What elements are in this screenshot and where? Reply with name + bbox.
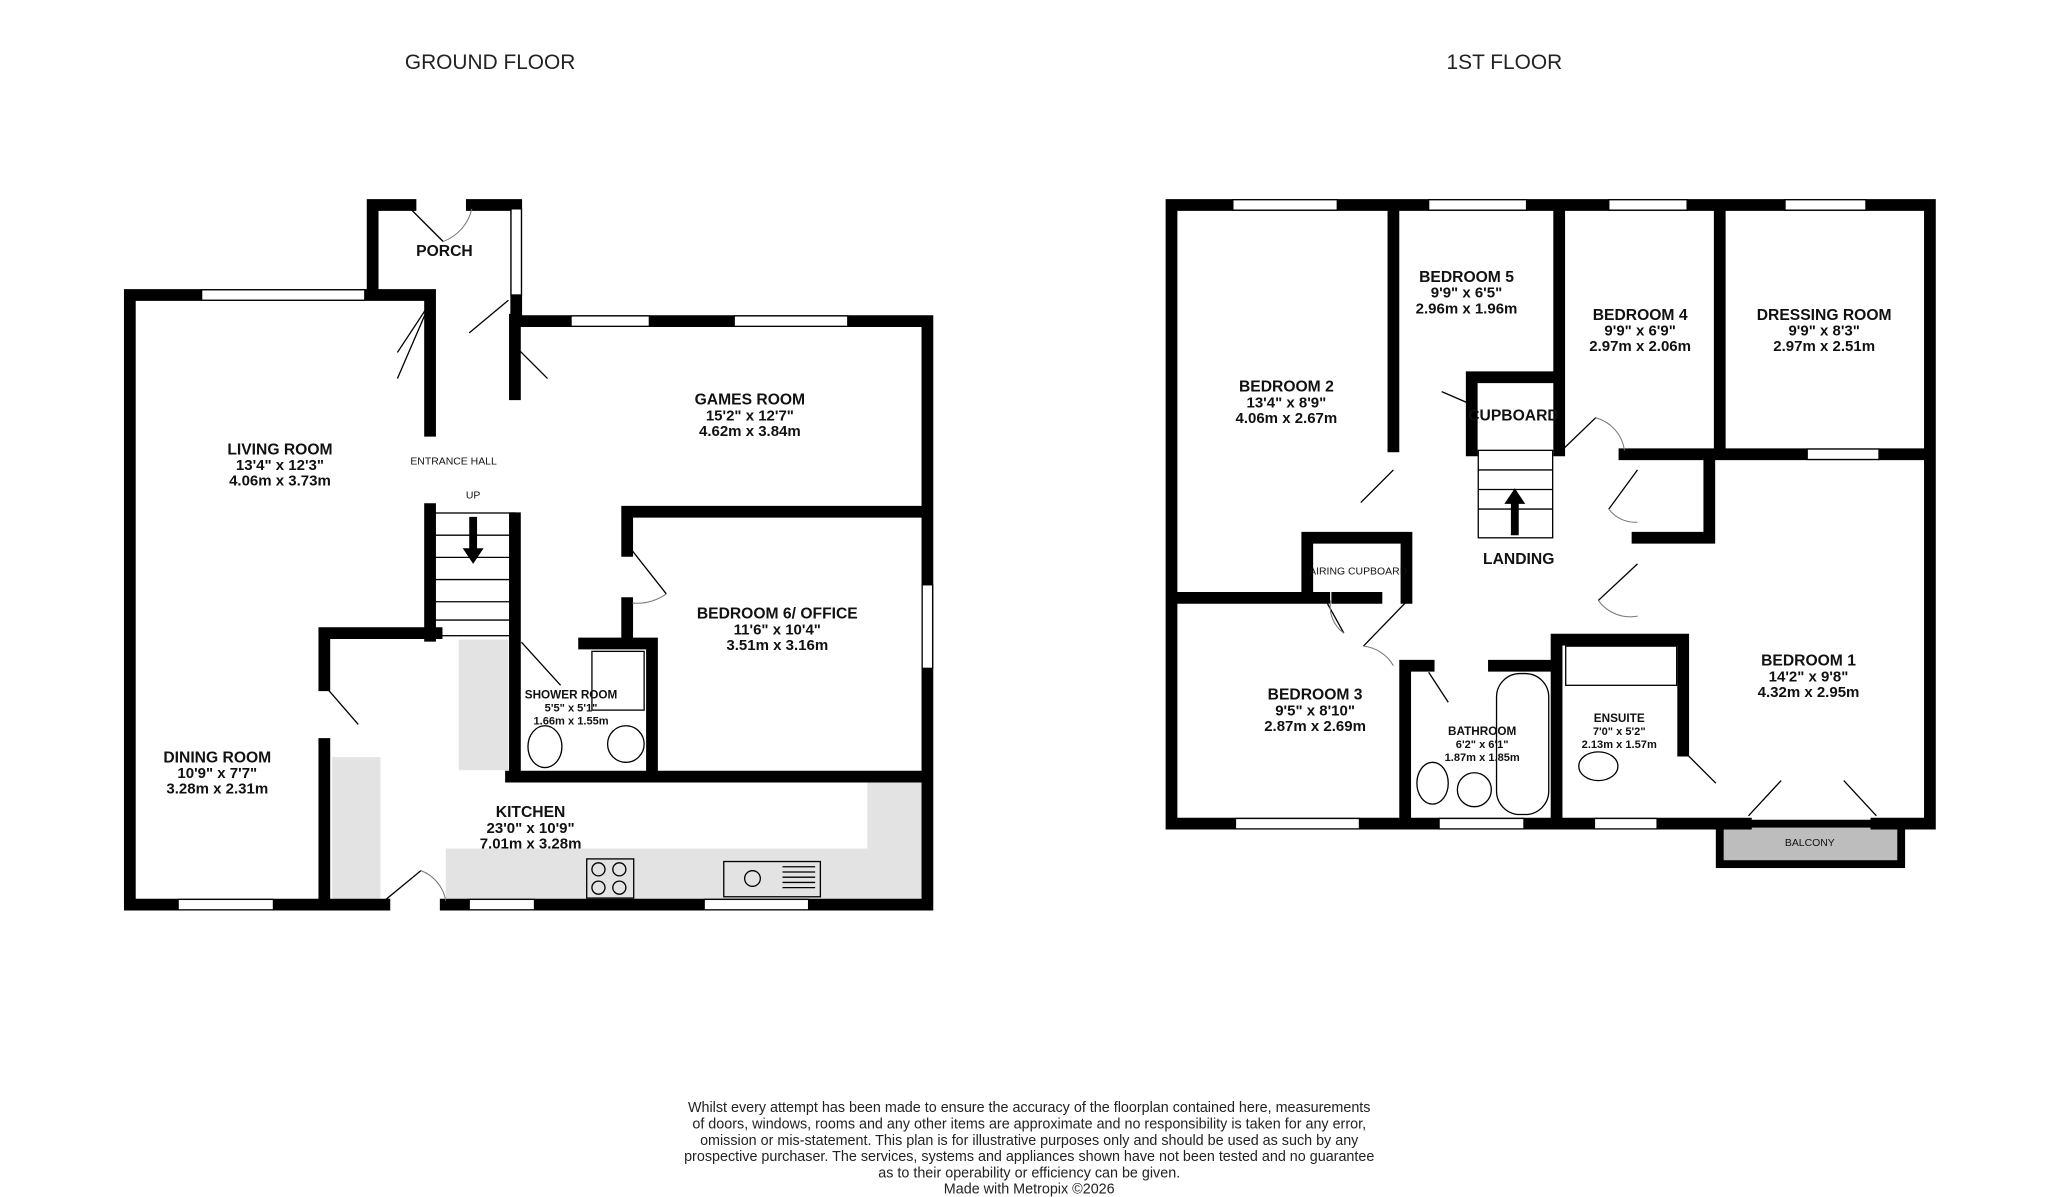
- room-label-metric: 2.97m x 2.51m: [1773, 338, 1875, 355]
- disclaimer-line: Made with Metropix ©2026: [944, 1182, 1115, 1197]
- room-label-metric: 1.87m x 1.85m: [1445, 752, 1520, 764]
- room-label-imperial: 9'9" x 6'9": [1604, 322, 1675, 339]
- room-label-metric: 2.13m x 1.57m: [1582, 739, 1657, 751]
- room-label-imperial: 9'9" x 6'5": [1431, 285, 1502, 302]
- room-label-name: BALCONY: [1785, 838, 1835, 849]
- room-label-metric: 3.51m x 3.16m: [726, 637, 828, 654]
- room-label-name: PORCH: [416, 243, 473, 260]
- room-label-imperial: 23'0" x 10'9": [487, 820, 575, 837]
- room-label-name: BEDROOM 4: [1593, 307, 1688, 324]
- room-label-metric: 4.62m x 3.84m: [699, 423, 801, 440]
- first-floor-title: 1ST FLOOR: [1447, 51, 1563, 74]
- disclaimer-line: of doors, windows, rooms and any other i…: [692, 1116, 1366, 1132]
- disclaimer-line: prospective purchaser. The services, sys…: [684, 1149, 1374, 1165]
- room-label-imperial: 14'2" x 9'8": [1769, 668, 1849, 685]
- room-label-imperial: 5'5" x 5'1": [545, 702, 598, 714]
- room-label-imperial: 15'2" x 12'7": [706, 407, 794, 424]
- room-label-name: AIRING CUPBOARD: [1309, 566, 1407, 577]
- room-label-name: DRESSING ROOM: [1757, 307, 1892, 324]
- room-label-metric: 2.87m x 2.69m: [1264, 718, 1366, 735]
- ground-floor-plan: [123, 199, 934, 911]
- room-label-imperial: 7'0" x 5'2": [1593, 726, 1646, 738]
- room-label-name: BEDROOM 2: [1239, 379, 1334, 396]
- room-label-imperial: 11'6" x 10'4": [734, 621, 821, 638]
- staircase: [433, 512, 516, 637]
- room-label-name: UP: [466, 491, 481, 502]
- room-label-metric: 4.32m x 2.95m: [1758, 684, 1860, 701]
- basin: [1456, 772, 1492, 808]
- disclaimer-line: Whilst every attempt has been made to en…: [688, 1100, 1371, 1116]
- first-floor-plan: [1165, 199, 1936, 869]
- basin: [606, 725, 645, 763]
- room-label-imperial: 9'5" x 8'10": [1275, 702, 1355, 719]
- stairs-up-arrow-icon: [1504, 488, 1526, 536]
- room-label-name: BEDROOM 6/ OFFICE: [697, 606, 858, 623]
- room-label-metric: 3.28m x 2.31m: [166, 781, 268, 798]
- room-label-imperial: 6'2" x 6'1": [1456, 739, 1509, 751]
- worktop: [332, 757, 381, 901]
- room-label-metric: 1.66m x 1.55m: [533, 715, 608, 727]
- toilet: [1416, 761, 1449, 805]
- room-label-name: BEDROOM 3: [1268, 687, 1363, 704]
- shower-tray: [591, 650, 645, 711]
- room-label-name: ENSUITE: [1594, 712, 1645, 725]
- disclaimer: Whilst every attempt has been made to en…: [684, 1100, 1374, 1197]
- shower-tray: [1565, 645, 1678, 686]
- sink-icon: [723, 860, 822, 898]
- room-label-name: GAMES ROOM: [695, 392, 805, 409]
- worktop: [445, 848, 927, 901]
- room-label-name: DINING ROOM: [163, 749, 271, 766]
- room-label-metric: 4.06m x 2.67m: [1235, 410, 1337, 427]
- stairs-down-arrow-icon: [462, 516, 484, 564]
- room-label-metric: 2.97m x 2.06m: [1589, 338, 1691, 355]
- room-label-name: CUPBOARD: [1468, 407, 1558, 424]
- room-label-name: ENTRANCE HALL: [410, 457, 497, 468]
- room-label-name: SHOWER ROOM: [525, 688, 618, 701]
- worktop: [458, 639, 509, 771]
- toilet: [1578, 751, 1619, 782]
- room-label-metric: 4.06m x 3.73m: [229, 473, 331, 490]
- room-label-imperial: 9'9" x 8'3": [1788, 322, 1859, 339]
- bath: [1495, 672, 1550, 816]
- staircase: [1477, 449, 1554, 539]
- disclaimer-line: as to their operability or efficiency ca…: [878, 1165, 1180, 1181]
- room-label-imperial: 13'4" x 12'3": [236, 457, 324, 474]
- room-label-name: BATHROOM: [1448, 725, 1516, 738]
- toilet: [527, 725, 563, 769]
- room-label-name: KITCHEN: [496, 804, 566, 821]
- room-label-name: LANDING: [1483, 551, 1554, 568]
- hob-icon: [586, 858, 635, 899]
- ground-floor-title: GROUND FLOOR: [405, 51, 576, 74]
- room-label-imperial: 10'9" x 7'7": [177, 765, 257, 782]
- disclaimer-line: omission or mis-statement. This plan is …: [700, 1133, 1359, 1149]
- balcony: [1715, 819, 1906, 869]
- room-label-imperial: 13'4" x 8'9": [1246, 394, 1326, 411]
- worktop: [867, 780, 927, 859]
- room-label-metric: 2.96m x 1.96m: [1416, 300, 1518, 317]
- room-label-metric: 7.01m x 3.28m: [480, 835, 582, 852]
- room-label-name: BEDROOM 1: [1761, 653, 1856, 670]
- room-label-name: BEDROOM 5: [1419, 269, 1514, 286]
- room-label-name: LIVING ROOM: [227, 441, 332, 458]
